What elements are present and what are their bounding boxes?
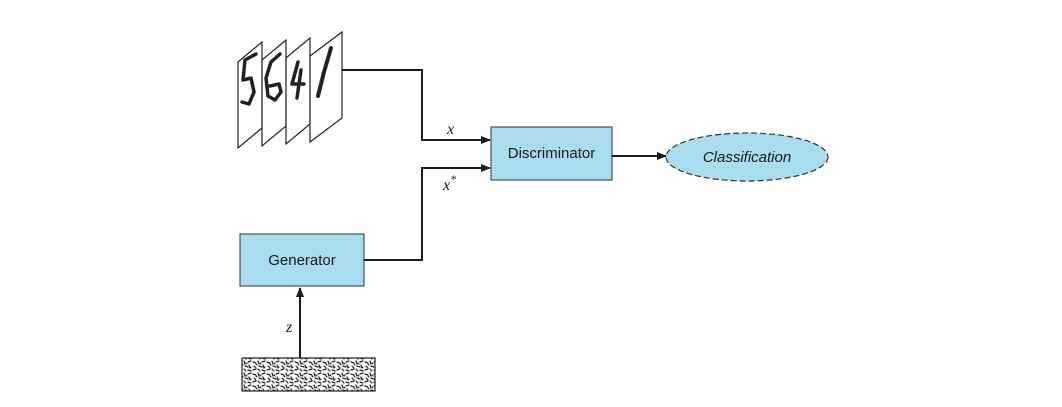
discriminator-label: Discriminator — [508, 145, 596, 162]
real-input-label: x — [446, 121, 454, 138]
generator-node[interactable]: Generator — [239, 233, 365, 287]
sample-page-3 — [285, 36, 311, 146]
generator-label: Generator — [268, 252, 336, 269]
classification-label: Classification — [703, 149, 791, 166]
fake-input-label: x* — [442, 172, 456, 194]
sample-page-2 — [261, 38, 287, 148]
classification-ellipse — [665, 132, 829, 182]
fake-input-arrow — [364, 164, 491, 261]
discriminator-node[interactable]: Discriminator — [490, 126, 613, 181]
sample-page-1 — [237, 40, 263, 150]
fake-input-label-superscript: * — [450, 172, 456, 186]
real-input-arrow — [342, 69, 491, 144]
noise-input-label: z — [285, 319, 293, 336]
noise-pattern-icon — [241, 357, 376, 392]
classification-node[interactable]: Classification — [665, 132, 829, 182]
real-samples-stack-icon — [237, 30, 343, 150]
fake-input-label-base: x — [442, 177, 450, 194]
sample-page-4 — [309, 30, 343, 144]
discriminator-box — [490, 126, 613, 181]
generator-box — [239, 233, 365, 287]
